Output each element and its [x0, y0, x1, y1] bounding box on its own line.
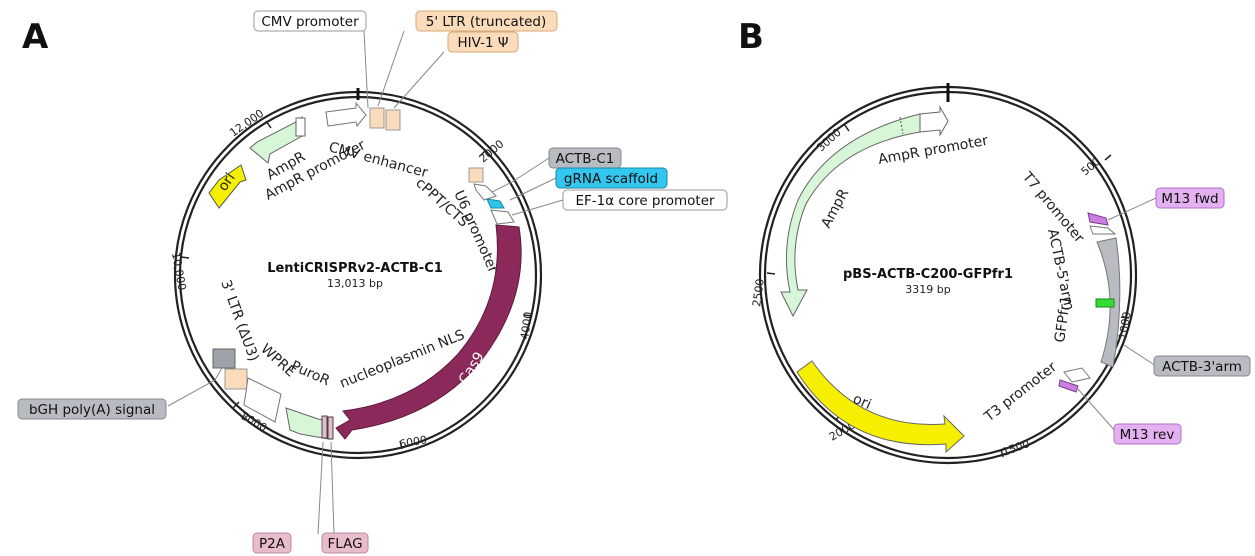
actb-arm-feature	[1096, 237, 1121, 368]
t3-feature	[1063, 367, 1091, 383]
callout-m13-rev: M13 rev	[1113, 423, 1182, 445]
flag-feature	[327, 416, 334, 440]
panel-a: A 2000 4000 6000 8000 10,000 12,000 ori	[17, 10, 728, 554]
ef1a-feature	[490, 209, 515, 225]
ampr-label-b: AmpR	[818, 186, 852, 231]
callout-hiv-text: HIV-1 Ψ	[458, 35, 509, 51]
callout-actb-c1-text: ACTB-C1	[556, 151, 615, 167]
cas9-feature	[335, 224, 522, 440]
ampr-boundary-b	[899, 116, 904, 135]
m13-fwd-feature	[1087, 212, 1109, 226]
ltr5-feature	[369, 107, 385, 129]
panel-letter-b: B	[738, 17, 764, 57]
ltr3-gray-feature	[212, 348, 236, 369]
leader-lines-a	[167, 30, 564, 535]
ampr-feature-b	[780, 113, 921, 318]
plasmid-name-b: pBS-ACTB-C200-GFPfr1	[843, 267, 1013, 282]
leader-lines-b	[1077, 197, 1157, 433]
callout-p2a-text: P2A	[259, 536, 286, 552]
callout-flag-text: FLAG	[327, 536, 362, 552]
gfp-label: GFPfr1	[1052, 295, 1074, 344]
callout-actb3: ACTB-3'arm	[1153, 355, 1251, 377]
callout-grna: gRNA scaffold	[555, 167, 668, 189]
ampr-promoter-feature-b	[919, 105, 949, 137]
callout-cmv-promoter-text: CMV promoter	[261, 14, 359, 30]
callout-actb3-text: ACTB-3'arm	[1162, 359, 1242, 375]
callout-ltr5-text: 5' LTR (truncated)	[426, 14, 547, 30]
panel-b: B 500 1000 1500 2000 2500 3000 ori AmpR …	[738, 17, 1251, 465]
u6-feature	[473, 183, 497, 201]
callout-cmv-promoter: CMV promoter	[253, 10, 367, 32]
ori-label-b: ori	[850, 391, 873, 413]
ltr3-peach-feature	[224, 368, 248, 390]
tick-label-b-500: 500	[1079, 155, 1103, 178]
callout-m13-rev-text: M13 rev	[1120, 427, 1175, 443]
tick-label-a-12000: 12,000	[227, 107, 266, 140]
plasmid-size-b: 3319 bp	[905, 283, 950, 296]
ori-feature-a	[208, 164, 247, 209]
ampr-promoter-feature	[295, 117, 306, 137]
tick-label-a-4000: 4000	[518, 311, 535, 341]
callout-actb-c1: ACTB-C1	[548, 147, 622, 169]
callout-bgh: bGH poly(A) signal	[17, 398, 167, 420]
wpre-feature	[243, 377, 282, 423]
callout-ef1a-text: EF-1α core promoter	[575, 193, 715, 209]
wpre-label: WPRE	[257, 341, 298, 380]
callout-m13-fwd-text: M13 fwd	[1161, 191, 1218, 207]
plasmid-size-a: 13,013 bp	[327, 277, 383, 290]
callout-flag: FLAG	[321, 532, 369, 554]
gfp-feature	[1095, 298, 1115, 308]
tick-label-a-6000: 6000	[398, 433, 428, 451]
t3-label: T3 promoter	[981, 359, 1060, 426]
hiv-psi-feature	[385, 109, 401, 131]
cppt-feature	[468, 167, 484, 183]
tick-label-b-1000: 1000	[1116, 311, 1134, 341]
callout-ef1a: EF-1α core promoter	[562, 189, 728, 211]
cmv-enhancer-feature	[325, 101, 367, 128]
m13-rev-feature	[1058, 379, 1079, 393]
t7-feature	[1089, 225, 1117, 235]
plasmid-name-a: LentiCRISPRv2-ACTB-C1	[267, 261, 443, 276]
callout-ltr5: 5' LTR (truncated)	[415, 10, 558, 32]
callout-m13-fwd: M13 fwd	[1155, 187, 1225, 209]
callout-p2a: P2A	[252, 532, 292, 554]
ampr-feature	[249, 116, 305, 164]
puror-label: PuroR	[288, 358, 332, 389]
callout-hiv: HIV-1 Ψ	[447, 31, 519, 53]
tick-label-b-1500: 1500	[1001, 437, 1032, 459]
panel-letter-a: A	[22, 17, 49, 57]
callout-grna-text: gRNA scaffold	[564, 171, 658, 187]
ori-feature-b	[796, 360, 965, 454]
tick-label-b-2500: 2500	[750, 278, 767, 308]
grna-scaffold-feature	[486, 198, 505, 209]
tick-marks-a	[180, 120, 533, 450]
p2a-feature	[321, 415, 328, 439]
callout-bgh-text: bGH poly(A) signal	[29, 402, 155, 418]
